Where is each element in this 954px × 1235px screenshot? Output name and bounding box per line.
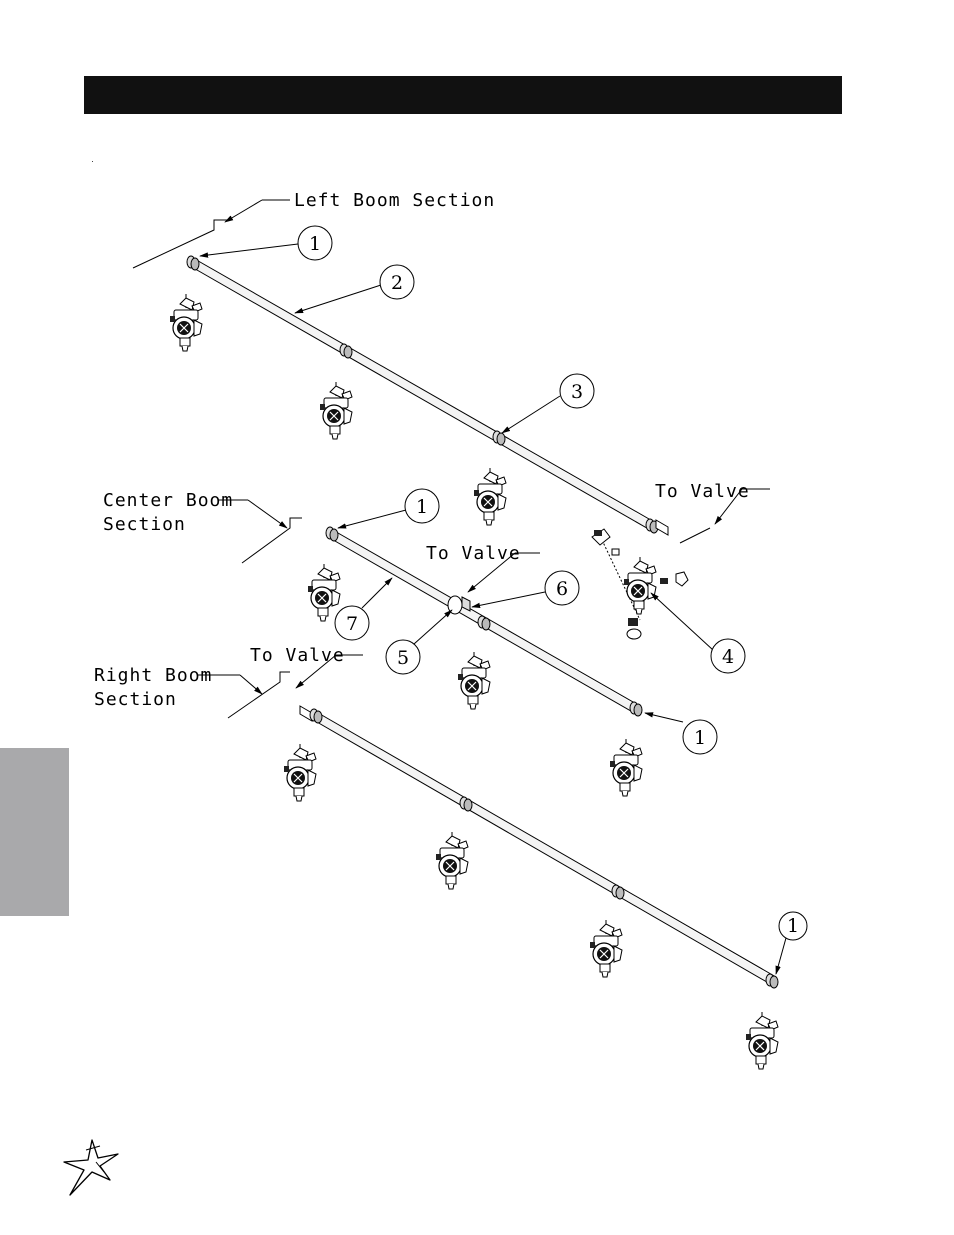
center-boom [307,526,643,797]
right-boom [283,705,779,1070]
logo-mark [63,1139,119,1196]
callout-1-left: 1 [199,225,333,261]
left-boom-label: Left Boom Section [294,190,495,211]
exploded-nozzle [591,528,689,640]
callout-5: 5 [385,609,453,675]
right-boom-label-line2: Section [94,689,177,710]
callout-label: 3 [571,381,583,403]
callout-1-center-right: 1 [644,712,718,755]
callout-6: 6 [471,570,580,609]
callout-label: 1 [787,915,799,937]
callout-3: 3 [501,373,595,434]
header-bar [84,76,842,114]
left-boom [169,255,669,536]
callout-label: 4 [722,646,734,668]
callout-label: 1 [694,727,706,749]
right-boom-bracket [198,671,290,719]
callout-4: 4 [650,592,746,674]
to-valve-3-label: To Valve [250,645,345,666]
left-boom-bracket [132,199,290,269]
callout-label: 2 [391,272,403,294]
stray-dot [92,161,93,162]
callout-label: 5 [397,647,409,669]
callout-2: 2 [294,264,415,314]
to-valve-2-label: To Valve [426,543,521,564]
center-boom-label-line2: Section [103,514,186,535]
callout-1-right: 1 [775,911,808,975]
side-tab [0,748,69,916]
callout-7: 7 [334,577,393,641]
callout-1-center: 1 [337,488,440,529]
callout-label: 1 [309,233,321,255]
to-valve-1-leader [679,488,770,544]
callout-label: 1 [416,496,428,518]
to-valve-2-leader [467,552,540,593]
center-boom-label-line1: Center Boom [103,490,233,511]
callout-label: 6 [556,578,568,600]
callout-label: 7 [346,613,358,635]
right-boom-label-line1: Right Boom [94,665,212,686]
to-valve-1-label: To Valve [655,481,750,502]
center-boom-bracket [218,499,302,564]
to-valve-3-leader [295,654,363,689]
